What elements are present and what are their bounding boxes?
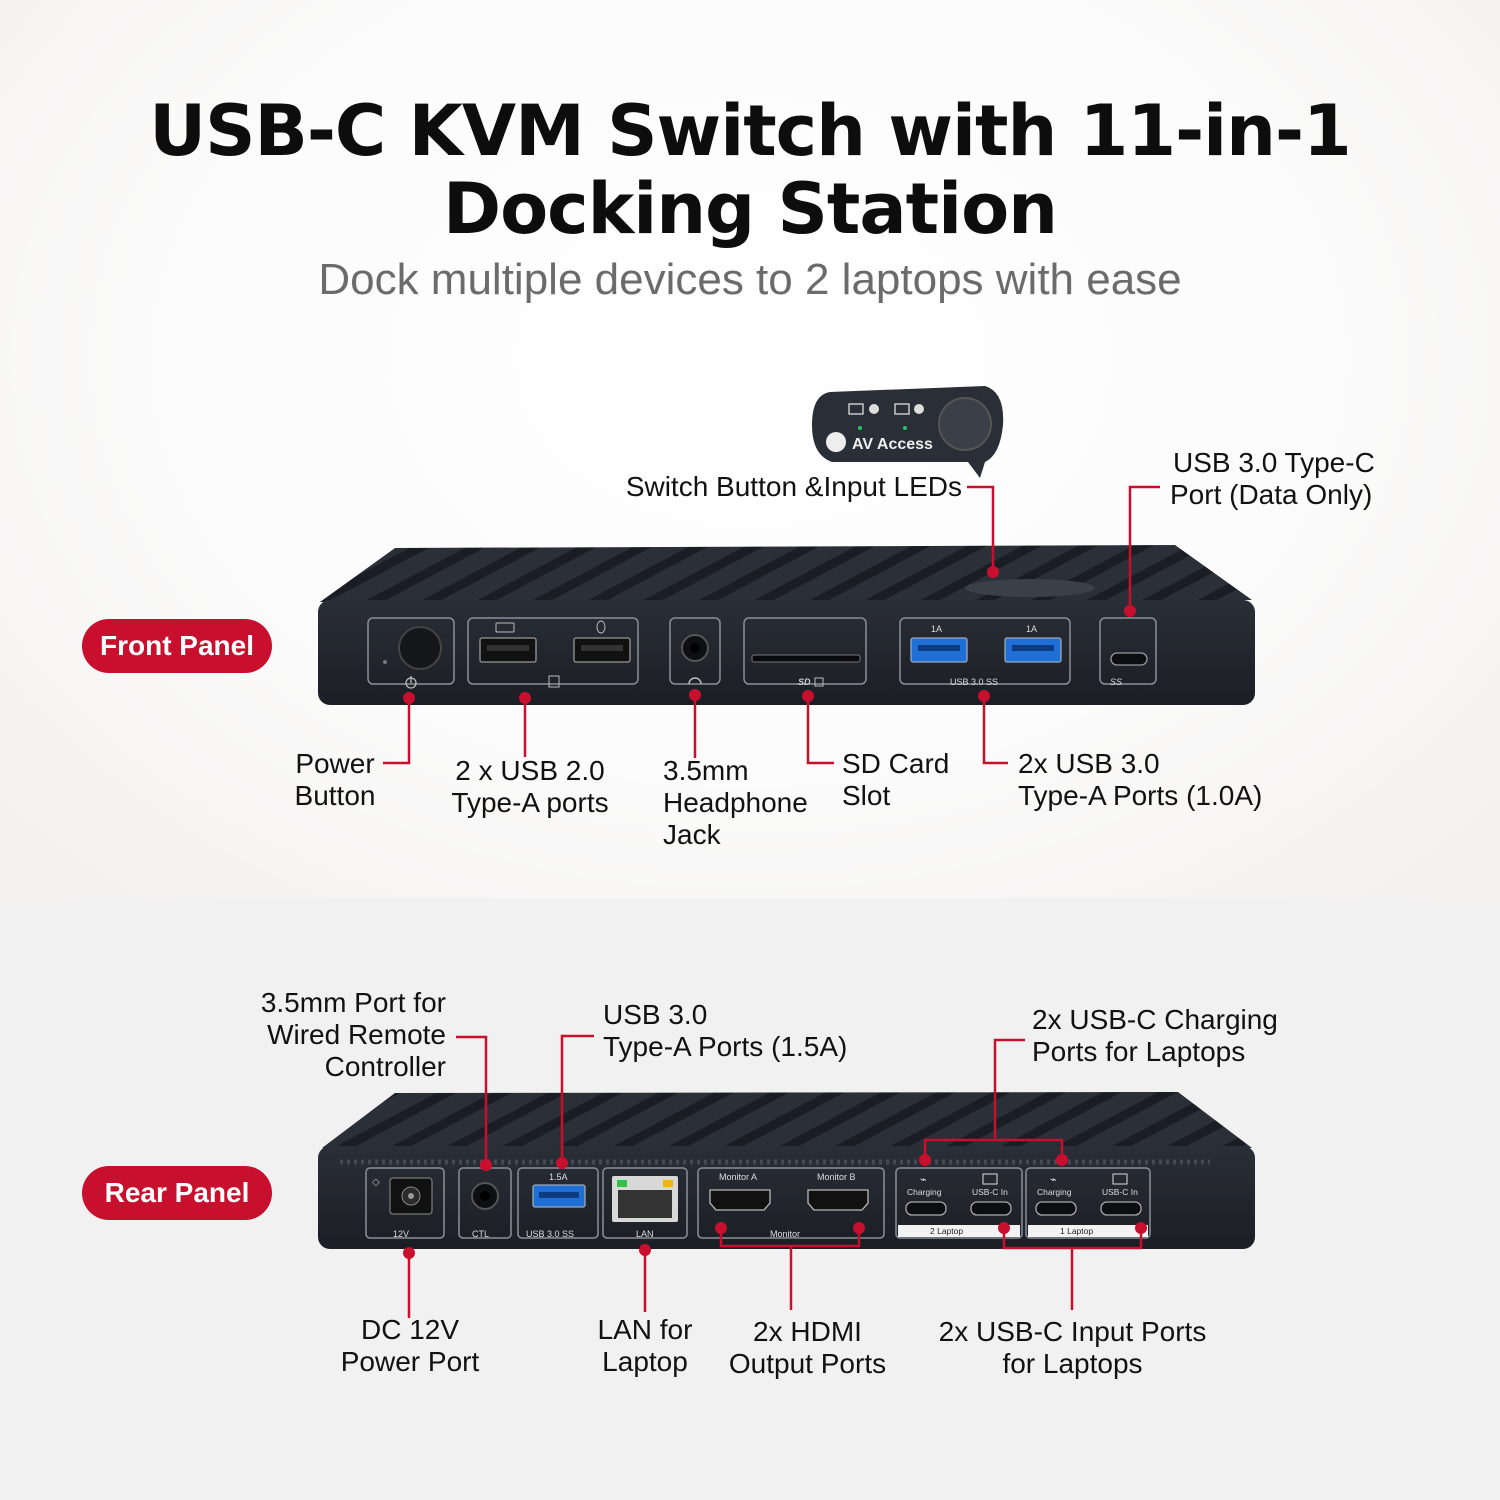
lan-led-amber	[663, 1180, 673, 1187]
audio-group-frame	[669, 617, 721, 685]
rear-device-top	[322, 1092, 1252, 1148]
switch-button-label: Switch Button &Input LEDs	[625, 471, 962, 502]
usb3-group-label: USB 3.0 SS	[950, 677, 998, 687]
led-1	[858, 426, 862, 430]
page-title: USB-C KVM Switch with 11-in-1 Docking St…	[0, 92, 1500, 248]
rear-leader-lines	[407, 1034, 1143, 1318]
page-subtitle: Dock multiple devices to 2 laptops with …	[318, 255, 1182, 304]
laptop1-charging-label: Charging	[1037, 1187, 1072, 1197]
lan-label: LAN	[636, 1229, 654, 1239]
rear-usb-group-frame	[517, 1167, 599, 1239]
laptop-icon-1	[982, 1173, 998, 1185]
power-group-frame	[367, 617, 455, 685]
laptop2-group-frame	[895, 1167, 1023, 1239]
laptop1-label: 1 Laptop	[1060, 1226, 1093, 1236]
rear-device-face	[318, 1146, 1255, 1249]
monitor-a-label: Monitor A	[719, 1172, 757, 1182]
rear-leader-dots	[403, 1154, 1147, 1259]
rear-usb-label: USB 3.0 SS	[526, 1229, 574, 1239]
usb3-port-1-rating: 1A	[931, 624, 942, 634]
charging-plug-icon-2: ⌁	[1050, 1174, 1057, 1186]
front-panel-badge: Front Panel	[82, 619, 272, 673]
front-device-face	[318, 600, 1255, 705]
front-top-logo	[965, 579, 1095, 597]
laptop2-charging-port	[905, 1201, 947, 1216]
sd-card-slot	[751, 654, 861, 663]
sd-group-frame	[743, 617, 867, 685]
ctl-label: CTL	[472, 1229, 489, 1239]
monitor-label: Monitor	[770, 1229, 800, 1239]
laptop2-label: 2 Laptop	[930, 1226, 963, 1236]
monitor-b-label: Monitor B	[817, 1172, 856, 1182]
front-leader-lines	[383, 485, 1160, 765]
usbc-front-port	[1110, 652, 1148, 666]
mouse-icon	[596, 620, 606, 634]
callout-brand: AV Access	[852, 436, 933, 453]
power-led	[383, 660, 387, 664]
laptop-icon-2	[1112, 1173, 1128, 1185]
usb3-port-2-rating: 1A	[1026, 624, 1037, 634]
laptop1-usbc-in-port	[1100, 1201, 1142, 1216]
usb3-group-frame	[899, 617, 1071, 685]
rear-panel-badge: Rear Panel	[82, 1166, 272, 1220]
usb2-group-frame	[467, 617, 639, 685]
laptop2-usbc-in-port	[970, 1201, 1012, 1216]
front-leader-dots	[403, 566, 1136, 704]
lan-led-green	[617, 1180, 627, 1187]
hdmi-port-a	[709, 1189, 771, 1211]
dc-group-frame	[365, 1167, 445, 1239]
polarity-icon: ◇	[372, 1177, 380, 1188]
switch-callout: AV Access	[812, 386, 1004, 478]
charging-plug-icon-1: ⌁	[920, 1174, 927, 1186]
power-button	[398, 626, 442, 670]
lan-group-frame	[602, 1167, 688, 1239]
title-line-1: USB-C KVM Switch with 11-in-1	[149, 90, 1351, 172]
computer-1-icon	[848, 403, 864, 415]
headphone-icon	[688, 677, 702, 685]
power-icon	[405, 676, 417, 689]
sd-small-icon	[548, 675, 560, 688]
laptop2-charging-label: Charging	[907, 1187, 942, 1197]
laptop1-group-frame	[1025, 1167, 1151, 1239]
led-2	[903, 426, 907, 430]
sd-logo-icon: SD	[798, 677, 811, 687]
usbc-ss-label: SS	[1110, 677, 1122, 687]
top-background	[0, 0, 1500, 898]
rear-usb-rating: 1.5A	[549, 1172, 568, 1182]
hdmi-group-frame	[697, 1167, 885, 1239]
laptop1-usbc-in-label: USB-C In	[1102, 1187, 1138, 1197]
keyboard-icon	[495, 622, 515, 633]
hdmi-port-b	[807, 1189, 869, 1211]
dc-voltage-label: 12V	[393, 1229, 409, 1239]
laptop1-charging-port	[1035, 1201, 1077, 1216]
computer-2-icon	[894, 403, 910, 415]
usbc-group-frame	[1099, 617, 1157, 685]
title-line-2: Docking Station	[442, 168, 1058, 250]
laptop2-usbc-in-label: USB-C In	[972, 1187, 1008, 1197]
av-access-logo-icon	[826, 432, 846, 452]
switch-knob	[938, 397, 992, 451]
